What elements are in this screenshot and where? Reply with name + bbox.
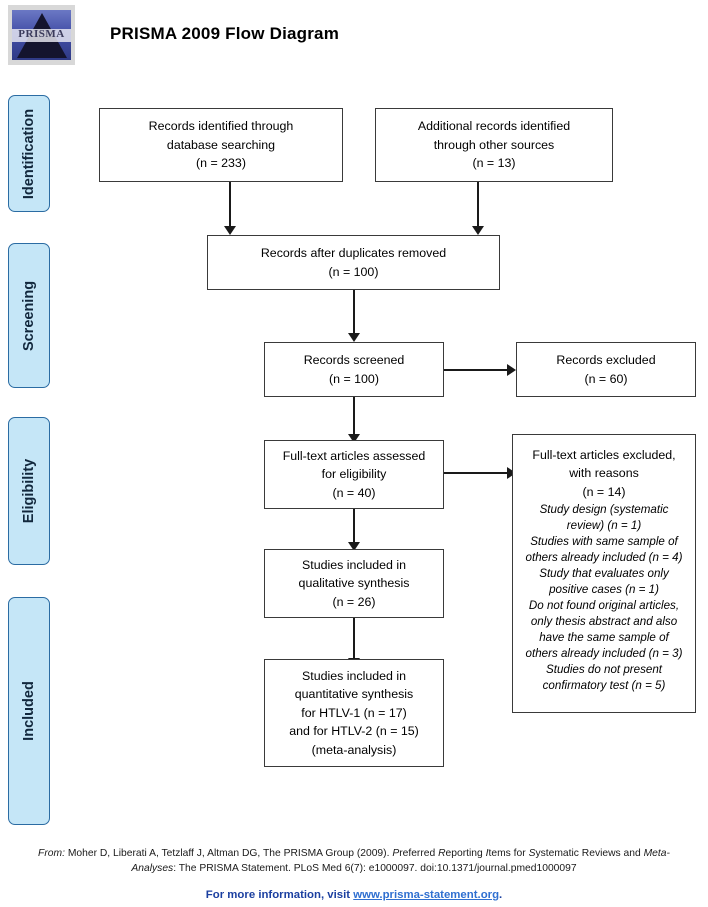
box-fulltext-excluded-with-reasons: Full-text articles excluded, with reason… — [512, 434, 696, 713]
box-line: Records identified through — [148, 119, 294, 134]
prisma-logo: PRISMA — [8, 5, 75, 65]
box-line: (n = 26) — [332, 594, 376, 609]
box-line: (n = 100) — [328, 264, 379, 279]
box-line: (n = 100) — [329, 371, 379, 386]
box-line: through other sources — [433, 137, 555, 152]
reason-line: Do not found original articles, — [528, 598, 680, 612]
box-line: with reasons — [569, 466, 639, 481]
connector-qualitative-to-quantitative — [353, 618, 355, 660]
box-fulltext-assessed: Full-text articles assessed for eligibil… — [264, 440, 444, 509]
box-line: (n = 40) — [332, 485, 376, 500]
citation-r: R — [438, 848, 446, 859]
citation-tems: tems for — [488, 848, 529, 859]
box-line: and for HTLV-2 (n = 15) — [289, 724, 419, 739]
arrowhead-other-to-duplicates — [472, 226, 484, 235]
citation-journal: : The PRISMA Statement. PLoS Med 6(7): e… — [173, 862, 577, 874]
box-line: Full-text articles assessed — [282, 448, 426, 463]
citation-p: P — [392, 848, 400, 859]
arrowhead-fulltext-to-reasons — [507, 467, 516, 479]
box-qualitative-synthesis: Studies included in qualitative synthesi… — [264, 549, 444, 618]
box-records-excluded: Records excluded (n = 60) — [516, 342, 696, 397]
box-line: for eligibility — [321, 467, 387, 482]
box-line: database searching — [166, 137, 276, 152]
stage-label-screening-text: Screening — [21, 280, 37, 351]
stage-label-included-text: Included — [21, 681, 37, 741]
citation-authors: Moher D, Liberati A, Tetzlaff J, Altman … — [67, 848, 393, 859]
box-records-identified-database: Records identified through database sear… — [99, 108, 343, 182]
connector-fulltext-to-qualitative — [353, 509, 355, 544]
exclusion-reasons-list: Study design (systematic review) (n = 1)… — [519, 502, 689, 694]
reason-line: Study that evaluates only — [539, 567, 669, 581]
box-line: Studies included in — [301, 669, 406, 684]
prisma-logo-graphic: PRISMA — [12, 10, 71, 60]
citation-meta-analyses: Meta-Analyses — [131, 848, 670, 874]
box-line: Records after duplicates removed — [260, 246, 447, 261]
connector-fulltext-to-reasons — [444, 472, 508, 474]
stage-label-identification-text: Identification — [21, 108, 37, 199]
citation-ystematic: ystematic Reviews and — [535, 848, 644, 859]
connector-duplicates-to-screened — [353, 290, 355, 334]
connector-screened-to-excluded — [444, 369, 508, 371]
citation-eporting: eporting — [445, 848, 486, 859]
arrowhead-screened-to-excluded — [507, 364, 516, 376]
arrowhead-duplicates-to-screened — [348, 333, 360, 342]
reasons-header: Full-text articles excluded, with reason… — [519, 446, 689, 501]
stage-label-eligibility-text: Eligibility — [21, 458, 37, 524]
citation-s: S — [528, 848, 536, 859]
arrowhead-screened-to-fulltext — [348, 434, 360, 443]
box-line: for HTLV-1 (n = 17) — [301, 705, 407, 720]
box-records-screened: Records screened (n = 100) — [264, 342, 444, 397]
footer-link-line: For more information, visit www.prisma-s… — [18, 889, 690, 901]
box-line: Full-text articles excluded, — [532, 448, 676, 462]
connector-screened-to-fulltext — [353, 397, 355, 436]
box-line: Additional records identified — [417, 119, 571, 134]
reason-line: Studies with same sample of — [530, 535, 678, 549]
logo-wordmark: PRISMA — [18, 28, 65, 40]
box-line: (meta-analysis) — [311, 742, 397, 757]
box-quantitative-synthesis: Studies included in quantitative synthes… — [264, 659, 444, 767]
page-title: PRISMA 2009 Flow Diagram — [110, 24, 340, 43]
reason-line: others already included (n = 4) — [525, 551, 683, 565]
footer-citation: From: Moher D, Liberati A, Tetzlaff J, A… — [18, 847, 690, 877]
box-line: (n = 60) — [584, 371, 628, 386]
connector-db-to-duplicates — [229, 182, 231, 227]
box-line: (n = 14) — [582, 484, 626, 499]
reason-line: review) (n = 1) — [566, 519, 642, 533]
stage-label-included: Included — [8, 597, 50, 825]
stage-label-screening: Screening — [8, 243, 50, 388]
box-line: Studies included in — [301, 557, 406, 572]
arrowhead-fulltext-to-qualitative — [348, 542, 360, 551]
citation-i: I — [485, 848, 489, 859]
footer-link-prefix: For more information, visit — [205, 889, 354, 901]
reason-line: Studies do not present — [545, 662, 663, 676]
stage-label-identification: Identification — [8, 95, 50, 212]
citation-from-label: From: — [38, 848, 65, 859]
box-additional-records-other-sources: Additional records identified through ot… — [375, 108, 613, 182]
prisma-statement-link[interactable]: www.prisma-statement.org — [353, 889, 500, 901]
box-line: Records screened — [303, 353, 405, 368]
reason-line: have the same sample of — [539, 630, 669, 644]
box-line: Records excluded — [556, 353, 656, 368]
footer-link-suffix: . — [499, 889, 503, 901]
box-line: quantitative synthesis — [294, 687, 414, 702]
reason-line: only thesis abstract and also — [530, 614, 678, 628]
box-records-after-duplicates: Records after duplicates removed (n = 10… — [207, 235, 500, 290]
box-line: (n = 233) — [196, 156, 246, 171]
box-line: qualitative synthesis — [298, 576, 410, 591]
stage-label-eligibility: Eligibility — [8, 417, 50, 565]
reason-line: Study design (systematic — [539, 503, 669, 517]
box-line: (n = 13) — [472, 156, 516, 171]
reason-line: others already included (n = 3) — [525, 646, 683, 660]
reason-line: positive cases (n = 1) — [549, 583, 659, 596]
reason-line: confirmatory test (n = 5) — [542, 678, 666, 692]
citation-referred: referred — [399, 848, 439, 859]
arrowhead-db-to-duplicates — [224, 226, 236, 235]
logo-band — [12, 29, 71, 42]
connector-other-to-duplicates — [477, 182, 479, 227]
